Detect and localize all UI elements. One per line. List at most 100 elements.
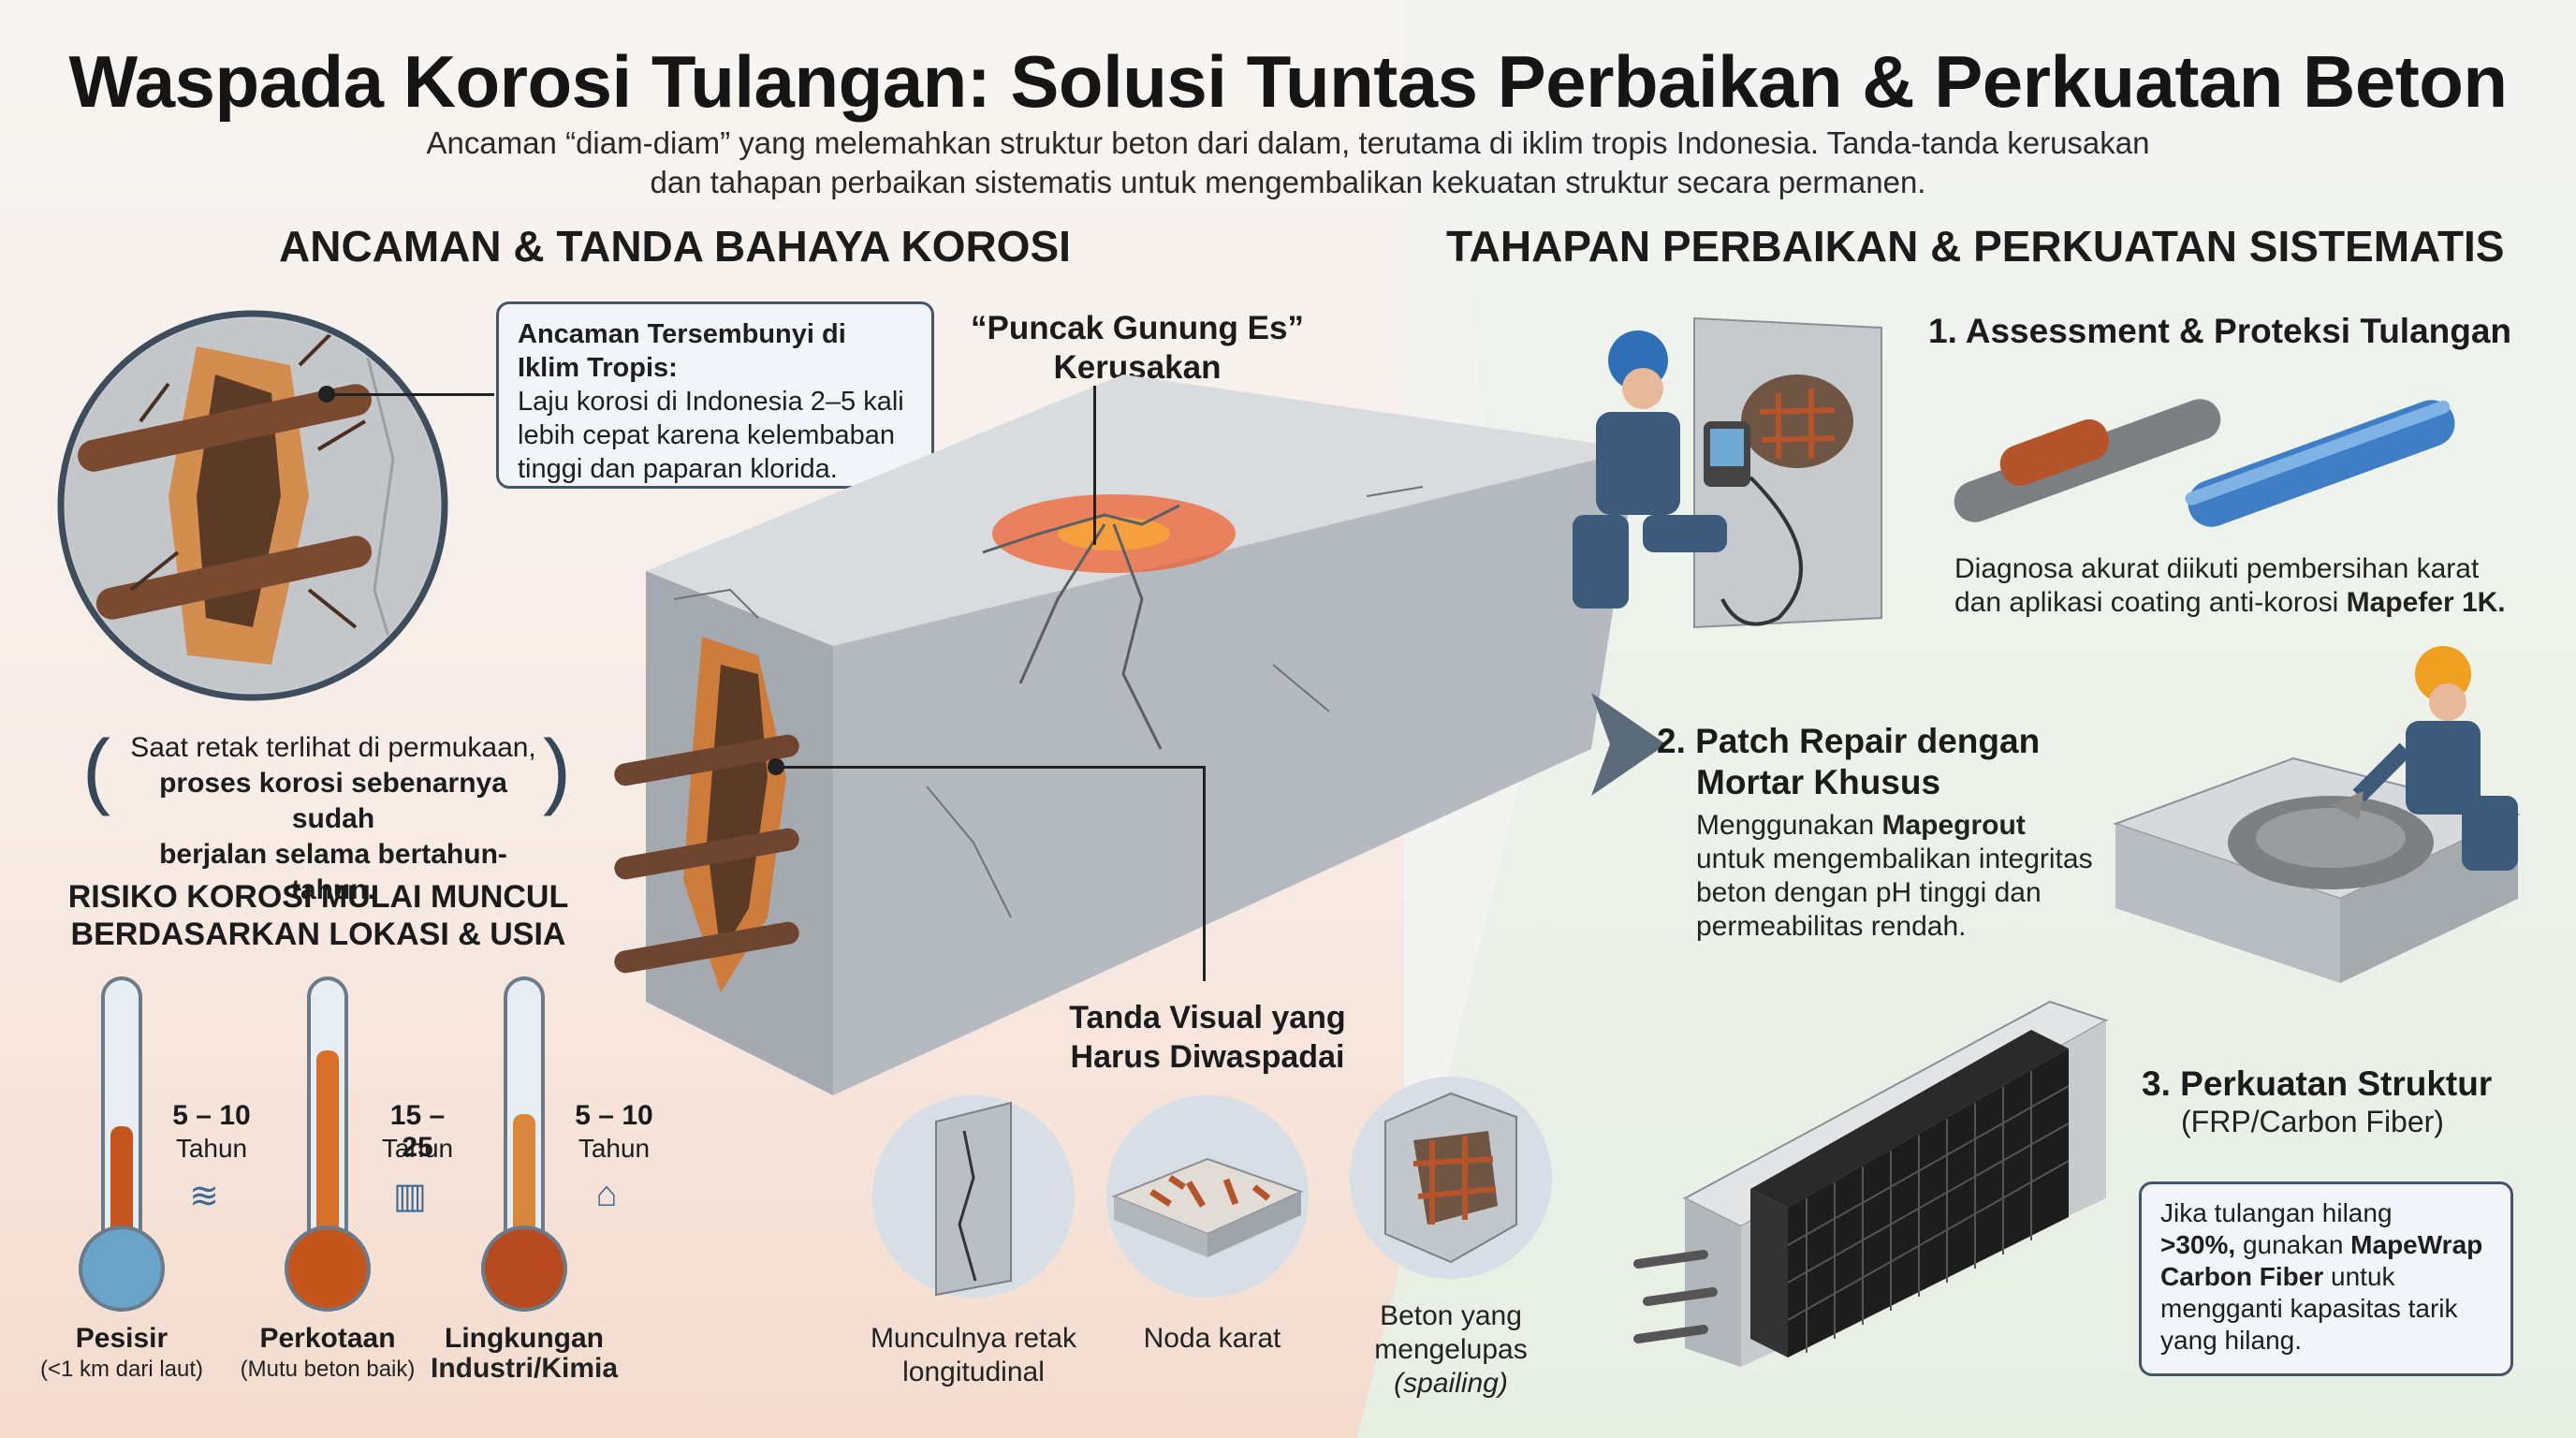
corrosion-quote: Saat retak terlihat di permukaan, proses…	[118, 730, 549, 908]
hidden-threat-text: tinggi dan paparan klorida.	[518, 454, 838, 484]
thermometer-coastal: 5 – 10 Tahun ≋ Pesisir (<1 km dari laut)	[40, 976, 262, 1390]
callout-line	[775, 766, 1206, 769]
callout-line	[1203, 766, 1206, 981]
step3-subtitle: (FRP/Carbon Fiber)	[2181, 1105, 2444, 1138]
risk-unit: Tahun	[175, 1134, 248, 1163]
city-icon: ▥	[393, 1177, 427, 1216]
visual-signs-line: Tanda Visual yang	[1069, 1000, 1346, 1035]
subtitle-line: dan tahapan perbaikan sistematis untuk m…	[650, 165, 1926, 199]
box-text: gunakan	[2242, 1230, 2344, 1259]
step2-text-line: permeabilitas rendah.	[1696, 911, 1967, 942]
step2-text-line: beton dengan pH tinggi dan	[1696, 877, 2042, 908]
visual-signs-heading: Tanda Visual yang Harus Diwaspadai	[1048, 998, 1367, 1077]
magnified-corrosion-illustration	[57, 310, 448, 701]
hidden-threat-box: Ancaman Tersembunyi di Iklim Tropis: Laj…	[496, 301, 934, 489]
risk-location: Perkotaan	[259, 1323, 396, 1354]
box-line: >30%, gunakan MapeWrap	[2160, 1229, 2492, 1261]
visual-signs-line: Harus Diwaspadai	[1070, 1039, 1345, 1075]
subtitle-line: Ancaman “diam-diam” yang melemahkan stru…	[426, 125, 2150, 160]
quote-line: berjalan selama bertahun-tahun.	[159, 839, 507, 905]
rebar-before-after-illustration	[1954, 399, 2455, 527]
sign-line: Beton yang	[1380, 1300, 1522, 1331]
risk-range: 15 – 25	[389, 1100, 446, 1163]
step1-text-prefix: dan aplikasi coating anti-korosi	[1954, 587, 2339, 618]
callout-dot	[318, 386, 335, 403]
risk-note: Industri/Kimia	[430, 1353, 619, 1384]
quote-line: Saat retak terlihat di permukaan,	[130, 732, 536, 763]
thermometer-graphic	[79, 976, 165, 1312]
hidden-threat-text: lebih cepat karena kelembaban	[518, 420, 896, 450]
box-text: untuk	[2331, 1262, 2395, 1291]
waves-icon: ≋	[189, 1177, 219, 1216]
risk-note: (<1 km dari laut)	[39, 1357, 204, 1382]
sign-label-rust: Noda karat	[1095, 1322, 1329, 1356]
callout-line	[326, 393, 494, 396]
step1-text: Diagnosa akurat diikuti pembersihan kara…	[1954, 552, 2506, 620]
sign-line: Noda karat	[1143, 1323, 1281, 1354]
thermometer-graphic	[481, 976, 567, 1312]
factory-icon: ⌂	[595, 1175, 618, 1214]
box-line: yang hilang.	[2160, 1326, 2303, 1355]
step2-text-line: untuk mengembalikan integritas	[1696, 844, 2093, 874]
patch-repair-illustration	[2112, 646, 2521, 983]
box-line: Jika tulangan hilang	[2160, 1198, 2393, 1227]
thermometer-graphic	[285, 976, 371, 1312]
right-section-heading: TAHAPAN PERBAIKAN & PERKUATAN SISTEMATIS	[1446, 222, 2505, 271]
step2-text: Menggunakan Mapegrout untuk mengembalika…	[1696, 809, 2093, 944]
iceberg-line: “Puncak Gunung Es”	[971, 310, 1304, 346]
risk-unit: Tahun	[578, 1134, 651, 1163]
step2-text-line: Menggunakan Mapegrout	[1696, 809, 2093, 843]
sign-line: (spailing)	[1394, 1368, 1508, 1399]
callout-line	[1093, 386, 1096, 545]
transition-arrow-icon	[1591, 693, 1666, 796]
open-bracket-icon: (	[82, 724, 110, 817]
carbon-fiber-column-illustration	[1633, 1000, 2109, 1367]
step2-title: 2. Patch Repair dengan Mortar Khusus	[1657, 721, 2040, 803]
product-carbon-fiber: Carbon Fiber	[2160, 1262, 2324, 1291]
step2-text-prefix: Menggunakan	[1696, 810, 1875, 841]
risk-range: 5 – 10	[172, 1100, 251, 1131]
hidden-threat-text: Laju korosi di Indonesia 2–5 kali	[518, 387, 904, 417]
sign-label-crack: Munculnya retak longitudinal	[852, 1322, 1095, 1389]
sign-line: Munculnya retak	[870, 1323, 1077, 1354]
callout-dot	[768, 758, 784, 775]
hidden-threat-title: Iklim Tropis:	[518, 353, 678, 383]
sign-label-spalling: Beton yang mengelupas (spailing)	[1329, 1299, 1573, 1401]
iceberg-label: “Puncak Gunung Es” Kerusakan	[950, 309, 1325, 388]
carbon-fiber-box: Jika tulangan hilang >30%, gunakan MapeW…	[2139, 1181, 2513, 1376]
step1-text-line: Diagnosa akurat diikuti pembersihan kara…	[1954, 553, 2480, 584]
step3-title: 3. Perkuatan Struktur	[2142, 1064, 2493, 1103]
corroded-concrete-beam	[614, 374, 1638, 1095]
assessment-worker-illustration	[1573, 316, 1882, 629]
page-subtitle: Ancaman “diam-diam” yang melemahkan stru…	[309, 124, 2267, 202]
page-title: Waspada Korosi Tulangan: Solusi Tuntas P…	[68, 40, 2508, 123]
quote-line: proses korosi sebenarnya sudah	[159, 768, 507, 834]
sign-line: longitudinal	[902, 1357, 1045, 1387]
step2-title-line: Mortar Khusus	[1696, 763, 1941, 801]
step1-title: 1. Assessment & Proteksi Tulangan	[1928, 312, 2512, 350]
product-mapewrap: MapeWrap	[2350, 1230, 2483, 1259]
spalling-illustration	[1350, 1077, 1552, 1279]
risk-location: Lingkungan	[445, 1323, 604, 1354]
step1-text-line: dan aplikasi coating anti-korosi Mapefer…	[1954, 586, 2506, 620]
close-bracket-icon: )	[543, 724, 571, 817]
risk-location: Pesisir	[75, 1323, 168, 1354]
box-bold: >30%,	[2160, 1230, 2236, 1259]
box-line: Carbon Fiber untuk	[2160, 1261, 2492, 1293]
risk-heading: RISIKO KOROSI MULAI MUNCUL BERDASARKAN L…	[56, 878, 580, 953]
step2-title-line: 2. Patch Repair dengan	[1657, 722, 2041, 760]
left-section-heading: ANCAMAN & TANDA BAHAYA KOROSI	[279, 222, 1071, 271]
rust-stain-illustration	[1106, 1095, 1309, 1298]
risk-note: (Mutu beton baik)	[240, 1357, 416, 1382]
box-line: mengganti kapasitas tarik	[2160, 1294, 2458, 1323]
risk-unit: Tahun	[381, 1134, 454, 1163]
sign-line: mengelupas	[1374, 1334, 1528, 1365]
product-mapegrout: Mapegrout	[1881, 810, 2026, 841]
hidden-threat-title: Ancaman Tersembunyi di	[518, 319, 846, 349]
risk-heading-line: RISIKO KOROSI MULAI MUNCUL	[67, 879, 569, 915]
product-mapefer: Mapefer 1K.	[2346, 587, 2506, 618]
longitudinal-crack-illustration	[872, 1095, 1075, 1298]
risk-range: 5 – 10	[575, 1100, 653, 1131]
